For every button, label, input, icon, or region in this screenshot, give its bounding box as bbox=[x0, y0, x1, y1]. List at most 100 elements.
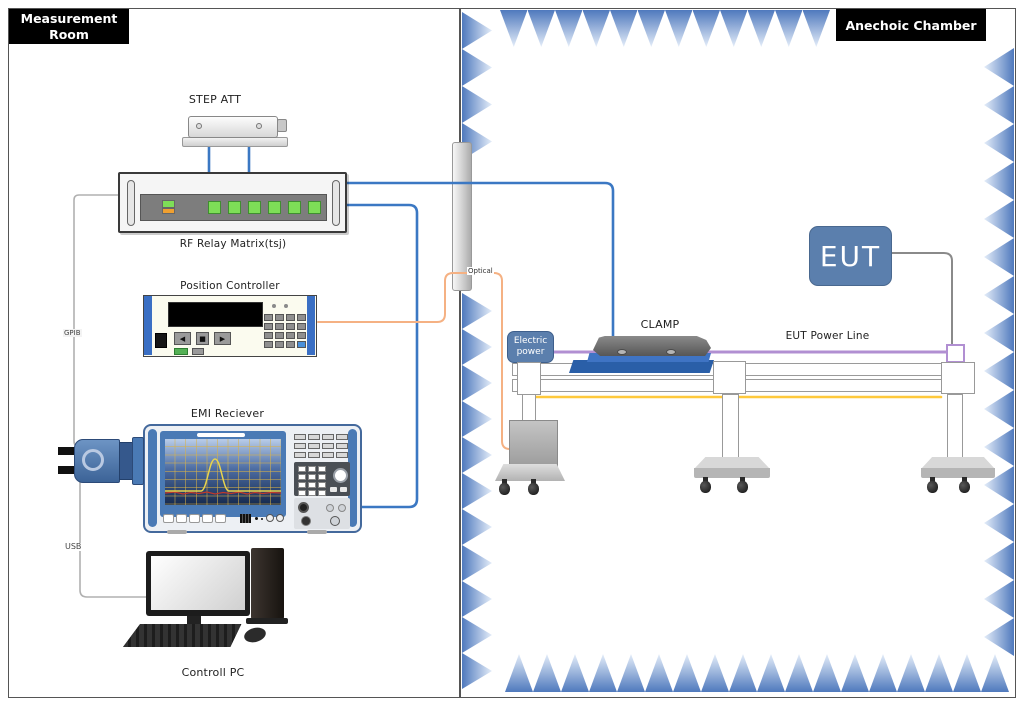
gpib-plug-flange bbox=[132, 437, 144, 485]
poscon-led-2 bbox=[284, 304, 288, 308]
anechoic-chamber-label: Anechoic Chamber bbox=[836, 9, 986, 41]
poscon-keypad-key bbox=[264, 332, 273, 339]
relay-indicator-orange bbox=[162, 208, 175, 214]
gpib-prong-bottom bbox=[58, 466, 76, 474]
poscon-keypad-key bbox=[297, 323, 306, 330]
eut-power-line-label: EUT Power Line bbox=[785, 330, 870, 342]
emi-softkey bbox=[322, 452, 334, 458]
wall-feedthrough-panel bbox=[452, 142, 472, 291]
poscon-keypad-key bbox=[264, 341, 273, 348]
emi-softkey bbox=[308, 452, 320, 458]
caster-wheel bbox=[700, 481, 711, 493]
poscon-next-button: ▶ bbox=[214, 332, 231, 345]
clamp-mid-plate bbox=[587, 353, 711, 362]
measurement-room-label: Measurement Room bbox=[9, 9, 129, 44]
caster-stem bbox=[740, 477, 745, 482]
emi-rf-input-connector bbox=[298, 502, 309, 513]
poscon-display bbox=[168, 302, 263, 327]
caster-stem bbox=[930, 477, 935, 482]
emi-front-button bbox=[163, 514, 174, 523]
emi-numeric-key bbox=[318, 490, 326, 496]
emi-dot-small bbox=[261, 518, 263, 520]
emi-front-button bbox=[176, 514, 187, 523]
emi-knob bbox=[333, 468, 348, 483]
emi-softkey bbox=[336, 443, 348, 449]
usb-cable bbox=[79, 461, 147, 598]
electric-power-cabinet bbox=[509, 420, 558, 468]
pc-tower bbox=[251, 548, 284, 619]
emi-arrow-key-right bbox=[340, 487, 347, 492]
power-line-termination-box bbox=[946, 344, 965, 363]
step-att-connector bbox=[277, 119, 287, 132]
clamp-label: CLAMP bbox=[640, 318, 680, 331]
emi-front-button-row bbox=[163, 514, 238, 524]
relay-led bbox=[288, 201, 301, 214]
emi-numeric-key bbox=[308, 474, 316, 480]
emi-handle bbox=[197, 433, 245, 437]
poscon-stop-button: ■ bbox=[196, 332, 209, 345]
pc-monitor-screen bbox=[151, 556, 245, 610]
electric-power-pillar-lower bbox=[522, 394, 536, 422]
emi-receiver-device bbox=[143, 424, 362, 534]
poscon-keypad-key bbox=[275, 341, 284, 348]
emi-front-connector-2 bbox=[276, 514, 284, 522]
emi-numeric-key bbox=[298, 474, 306, 480]
emi-softkey bbox=[294, 434, 306, 440]
measurement-room-label-text: Measurement Room bbox=[20, 10, 118, 42]
gpib-plug-ring bbox=[82, 449, 104, 471]
poscon-rail-left bbox=[144, 296, 152, 355]
poscon-keypad bbox=[264, 314, 310, 352]
emi-trace-plot bbox=[165, 458, 281, 495]
emi-receiver-label: EMI Reciever bbox=[190, 407, 265, 420]
pc-monitor-neck bbox=[187, 616, 201, 624]
emi-numeric-key bbox=[318, 474, 326, 480]
relay-led-row bbox=[120, 174, 349, 235]
control-pc-label: Controll PC bbox=[181, 666, 245, 679]
pedestal-right-pillar bbox=[947, 394, 963, 460]
emi-softkey bbox=[294, 452, 306, 458]
relay-led bbox=[268, 201, 281, 214]
pc-keyboard bbox=[123, 624, 242, 647]
poscon-keypad-key bbox=[297, 332, 306, 339]
emi-front-button bbox=[189, 514, 200, 523]
relay-led bbox=[308, 201, 321, 214]
emi-bnc-connector-1 bbox=[301, 516, 311, 526]
emi-numeric-key bbox=[318, 482, 326, 488]
relay-slot-left bbox=[127, 180, 135, 226]
emi-numeric-key bbox=[308, 482, 316, 488]
emi-dot-large bbox=[255, 517, 258, 520]
poscon-power-switch bbox=[155, 333, 167, 348]
rf-relay-matrix-device bbox=[118, 172, 347, 233]
emi-noise-trace bbox=[165, 491, 281, 495]
relay-slot-right bbox=[332, 180, 340, 226]
clamp-hole-2 bbox=[666, 349, 676, 355]
emi-foot-left bbox=[167, 530, 187, 534]
coax-to-clamp bbox=[345, 181, 615, 352]
relay-led bbox=[208, 201, 221, 214]
pc-tower-foot bbox=[246, 618, 288, 624]
caster-wheel bbox=[959, 481, 970, 493]
step-att-label: STEP ATT bbox=[188, 93, 242, 106]
poscon-keypad-key bbox=[275, 314, 284, 321]
emi-numeric-key bbox=[308, 490, 316, 496]
eut-label: EUT bbox=[819, 239, 882, 273]
emi-softkey-grid bbox=[294, 434, 350, 460]
emi-screen bbox=[165, 439, 281, 505]
eut-box: EUT bbox=[809, 226, 892, 286]
step-att-base bbox=[182, 137, 288, 147]
poscon-keypad-key bbox=[297, 314, 306, 321]
control-pc-device bbox=[115, 545, 305, 647]
eut-signal-wire bbox=[891, 252, 953, 347]
poscon-green-button bbox=[174, 348, 188, 355]
poscon-gray-button bbox=[192, 348, 204, 355]
caster-wheel bbox=[528, 483, 539, 495]
poscon-prev-button: ◀ bbox=[174, 332, 191, 345]
emi-front-button bbox=[202, 514, 213, 523]
caster-stem bbox=[703, 477, 708, 482]
emi-softkey bbox=[322, 443, 334, 449]
emi-numeric-key bbox=[318, 466, 326, 472]
pedestal-mid-base-top bbox=[694, 457, 770, 469]
caster-wheel bbox=[927, 481, 938, 493]
gpib-prong-top bbox=[58, 447, 76, 455]
